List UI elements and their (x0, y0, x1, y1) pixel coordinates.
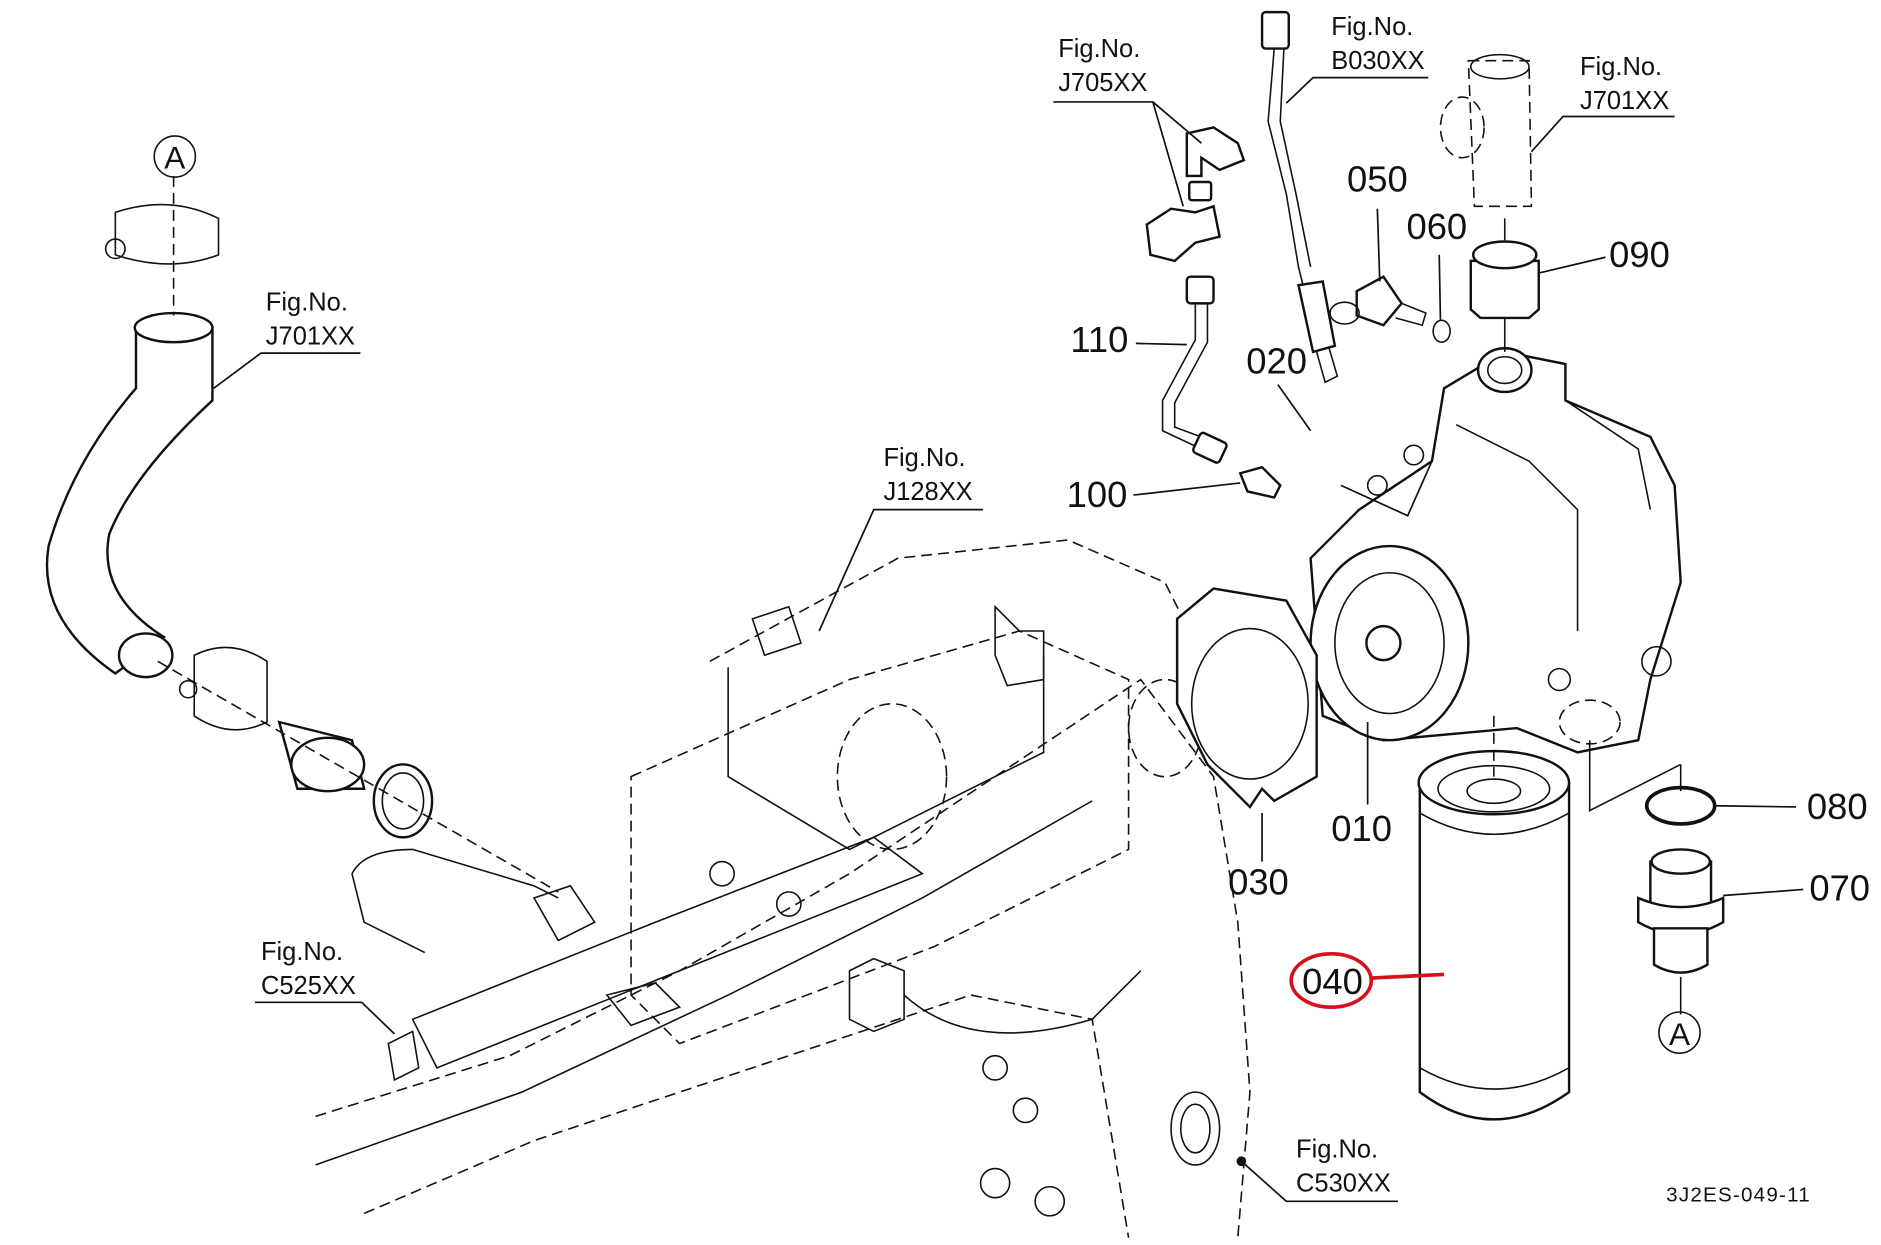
svg-text:A: A (164, 140, 185, 176)
adapter-090 (1469, 218, 1540, 352)
fig-ref-j128[interactable]: Fig.No. J128XX (883, 444, 972, 506)
svg-text:J701XX: J701XX (1580, 87, 1669, 115)
svg-text:C525XX: C525XX (261, 972, 356, 1000)
leader-lines (213, 76, 1804, 1203)
fig-ref-c525[interactable]: Fig.No. C525XX (261, 938, 356, 1000)
svg-text:Fig.No.: Fig.No. (261, 938, 343, 966)
svg-text:J701XX: J701XX (266, 323, 355, 351)
part-label-110[interactable]: 110 (1070, 319, 1128, 360)
sensor-cable (1260, 10, 1339, 384)
hydraulic-pump (1309, 347, 1682, 754)
svg-text:A: A (1669, 1016, 1690, 1052)
svg-text:J128XX: J128XX (883, 478, 972, 506)
fitting-070 (1588, 740, 1725, 1015)
part-label-100[interactable]: 100 (1067, 474, 1128, 515)
elbow-fittings (1145, 126, 1246, 263)
drawing-code: 3J2ES-049-11 (1666, 1183, 1811, 1206)
fig-ref-j705[interactable]: Fig.No. J705XX (1058, 35, 1147, 97)
part-label-030[interactable]: 030 (1228, 861, 1289, 902)
part-label-070[interactable]: 070 (1809, 867, 1870, 908)
svg-text:Fig.No.: Fig.No. (266, 289, 348, 317)
return-hose (45, 175, 559, 893)
fig-ref-c530[interactable]: Fig.No. C530XX (1296, 1136, 1391, 1198)
fig-ref-b030[interactable]: Fig.No. B030XX (1331, 13, 1424, 75)
o-ring-080 (1644, 785, 1717, 826)
connector-100 (1238, 465, 1282, 499)
part-label-090[interactable]: 090 (1609, 234, 1670, 275)
pipe-110 (1161, 275, 1228, 464)
svg-text:040: 040 (1302, 961, 1363, 1002)
gasket-030 (1175, 587, 1318, 809)
svg-text:Fig.No.: Fig.No. (1058, 35, 1140, 63)
part-label-010[interactable]: 010 (1331, 808, 1392, 849)
part-label-060[interactable]: 060 (1406, 206, 1467, 247)
oil-filter-040 (1417, 715, 1571, 1121)
part-label-050[interactable]: 050 (1347, 159, 1408, 200)
tee-fitting (1439, 53, 1533, 208)
part-label-080[interactable]: 080 (1807, 786, 1868, 827)
fig-ref-j701-right[interactable]: Fig.No. J701XX (1580, 53, 1669, 115)
test-port-050 (1329, 275, 1427, 327)
connection-marker-bottom: A (1658, 1011, 1701, 1055)
connection-marker-top: A (153, 135, 197, 178)
part-label-040-highlighted[interactable]: 040 (1289, 951, 1445, 1009)
svg-text:C530XX: C530XX (1296, 1170, 1391, 1198)
transmission-housing (315, 539, 1251, 1238)
svg-text:B030XX: B030XX (1331, 47, 1424, 75)
svg-text:Fig.No.: Fig.No. (1580, 53, 1662, 81)
svg-text:J705XX: J705XX (1058, 69, 1147, 97)
svg-text:Fig.No.: Fig.No. (1331, 13, 1413, 41)
svg-text:Fig.No.: Fig.No. (883, 444, 965, 472)
part-label-020[interactable]: 020 (1246, 341, 1307, 382)
o-ring-060 (1432, 319, 1451, 343)
svg-text:Fig.No.: Fig.No. (1296, 1136, 1378, 1164)
fig-ref-j701-left[interactable]: Fig.No. J701XX (266, 289, 355, 351)
